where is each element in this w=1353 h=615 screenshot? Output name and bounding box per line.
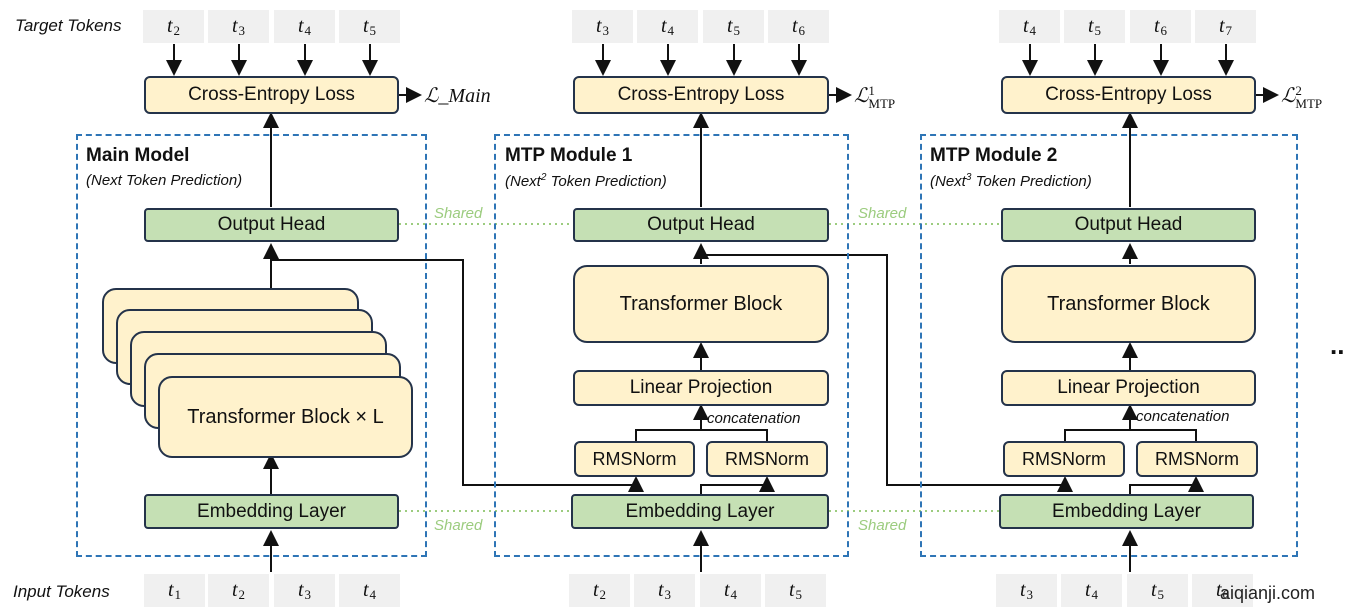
mtp-module-2-title: MTP Module 2 — [930, 145, 1058, 166]
loss-main-symbol: ℒ_Main — [424, 85, 491, 107]
watermark: aiqianji.com — [1220, 583, 1316, 603]
input-tokens-label: Input Tokens — [13, 582, 110, 601]
cross-entropy-loss-main: Cross-Entropy Loss — [144, 76, 399, 114]
transformer-block-mtp1: Transformer Block — [573, 265, 829, 343]
target-tokens-label: Target Tokens — [15, 16, 122, 35]
main-model-subtitle: (Next Token Prediction) — [86, 172, 243, 189]
shared-label: Shared — [858, 205, 907, 222]
linear-projection-mtp2: Linear Projection — [1001, 370, 1256, 406]
mtp-module-1-title: MTP Module 1 — [505, 145, 633, 166]
shared-label: Shared — [434, 517, 483, 534]
ellipsis: .. — [1330, 330, 1345, 360]
concatenation-label: concatenation — [707, 410, 801, 427]
embedding-layer-mtp2: Embedding Layer — [999, 494, 1254, 529]
linear-projection-mtp1: Linear Projection — [573, 370, 829, 406]
rmsnorm-mtp1-embed: RMSNorm — [706, 441, 828, 477]
cross-entropy-loss-mtp2: Cross-Entropy Loss — [1001, 76, 1256, 114]
embedding-layer-main: Embedding Layer — [144, 494, 399, 529]
mtp-module-2-subtitle: (Next3 Token Prediction) — [930, 172, 1092, 190]
cross-entropy-loss-mtp1: Cross-Entropy Loss — [573, 76, 829, 114]
rmsnorm-mtp1-hidden: RMSNorm — [574, 441, 695, 477]
rmsnorm-mtp2-embed: RMSNorm — [1136, 441, 1258, 477]
rmsnorm-mtp2-hidden: RMSNorm — [1003, 441, 1125, 477]
main-model-title: Main Model — [86, 145, 190, 166]
shared-label: Shared — [434, 205, 483, 222]
output-head-mtp1: Output Head — [573, 208, 829, 242]
concatenation-label: concatenation — [1136, 408, 1230, 425]
embedding-layer-mtp1: Embedding Layer — [571, 494, 829, 529]
shared-label: Shared — [858, 517, 907, 534]
transformer-block-stack: Transformer Block × L — [158, 376, 413, 458]
output-head-main: Output Head — [144, 208, 399, 242]
mtp-module-2-frame — [920, 134, 1298, 557]
mtp-module-1-subtitle: (Next2 Token Prediction) — [505, 172, 667, 190]
main-model-frame — [76, 134, 427, 557]
mtp-module-1-frame — [494, 134, 849, 557]
output-head-mtp2: Output Head — [1001, 208, 1256, 242]
transformer-block-mtp2: Transformer Block — [1001, 265, 1256, 343]
